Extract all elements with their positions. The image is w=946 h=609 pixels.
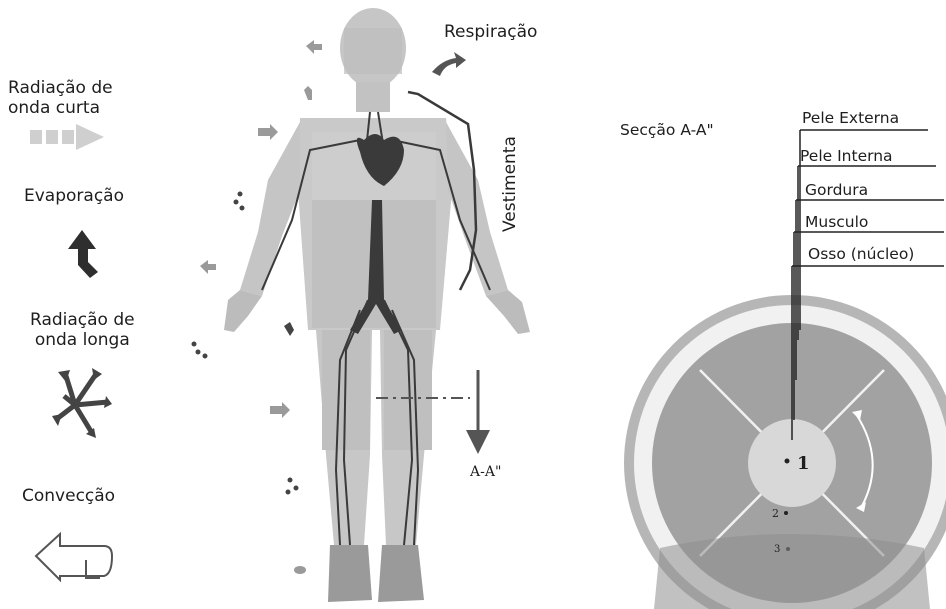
node-label-3: 3 <box>774 540 780 560</box>
layer-muscle-label: Musculo <box>805 212 868 232</box>
respiration-label: Respiração <box>444 22 537 42</box>
node-label-1: 1 <box>797 454 810 474</box>
clothing-label: Vestimenta <box>500 136 520 232</box>
layer-bone-core-label: Osso (núcleo) <box>808 244 914 264</box>
human-body-figure <box>224 8 530 602</box>
node-label-2: 2 <box>772 504 779 524</box>
evaporation-icon <box>68 230 98 278</box>
layer-outer-skin-label: Pele Externa <box>802 108 899 128</box>
shortwave-radiation-icon <box>30 124 104 150</box>
layer-inner-skin-label: Pele Interna <box>800 146 893 166</box>
longwave-radiation-icon <box>52 368 112 438</box>
section-title: Secção A-A" <box>620 120 714 140</box>
convection-icon <box>36 534 112 580</box>
section-arrow-head <box>466 430 490 454</box>
respiration-arrow-icon <box>432 52 466 76</box>
layer-fat-label: Gordura <box>805 180 868 200</box>
cross-section-disc <box>624 295 946 609</box>
section-marker-label: A-A" <box>470 462 501 482</box>
